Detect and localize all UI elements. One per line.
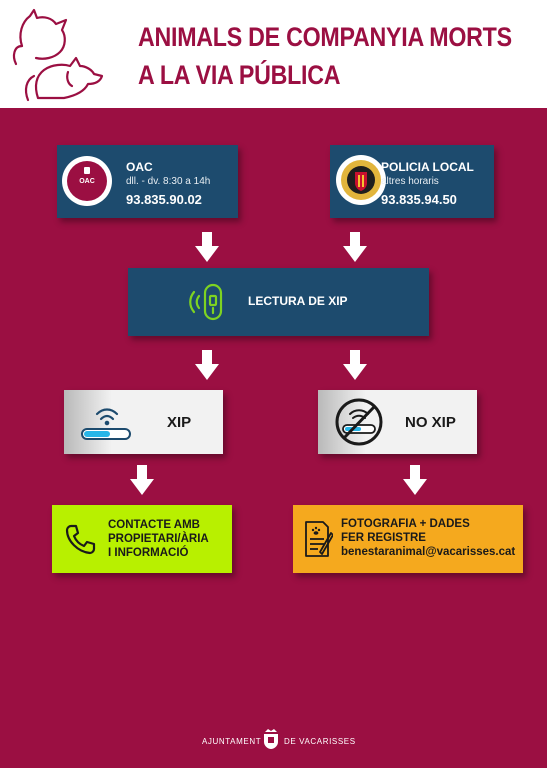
- contact-line-3: I INFORMACIÓ: [108, 547, 189, 559]
- oac-phone: 93.835.90.02: [126, 192, 202, 207]
- footer-left-text: AJUNTAMENT: [202, 737, 262, 746]
- title-line-1: ANIMALS DE COMPANYIA MORTS: [138, 22, 512, 52]
- chip-reader-icon: [189, 283, 223, 321]
- police-hours: altres horaris: [381, 176, 439, 187]
- document-pen-icon: [305, 521, 333, 557]
- header: ANIMALS DE COMPANYIA MORTS A LA VIA PÚBL…: [0, 0, 547, 108]
- microchip-icon: [81, 408, 131, 440]
- crest-icon: [84, 167, 90, 174]
- title-line-2: A LA VIA PÚBLICA: [138, 60, 341, 90]
- down-arrow-icon: [403, 465, 427, 495]
- police-phone: 93.835.94.50: [381, 192, 457, 207]
- no-xip-label: NO XIP: [405, 414, 456, 431]
- down-arrow-icon: [195, 232, 219, 262]
- police-card: POLICIA LOCAL altres horaris 93.835.94.5…: [330, 145, 494, 218]
- xip-card: XIP: [64, 390, 223, 454]
- chip-reading-label: LECTURA DE XIP: [248, 294, 348, 308]
- down-arrow-icon: [195, 350, 219, 380]
- phone-icon: [65, 524, 96, 555]
- contact-card: CONTACTE AMB PROPIETARI/ÀRIA I INFORMACI…: [52, 505, 232, 573]
- contact-line-1: CONTACTE AMB: [108, 519, 200, 531]
- oac-name: OAC: [126, 160, 153, 174]
- chip-reading-card: LECTURA DE XIP: [128, 268, 429, 336]
- photo-line-2: FER REGISTRE: [341, 532, 426, 544]
- down-arrow-icon: [343, 232, 367, 262]
- no-microchip-icon: [335, 398, 383, 446]
- footer: AJUNTAMENT DE VACARISSES: [202, 728, 355, 752]
- police-badge-icon: [336, 155, 386, 205]
- police-name: POLICIA LOCAL: [381, 160, 474, 174]
- no-xip-card: NO XIP: [318, 390, 477, 454]
- photo-register-card: FOTOGRAFIA + DADES FER REGISTRE benestar…: [293, 505, 523, 573]
- oac-card: OAC OAC dll. - dv. 8:30 a 14h 93.835.90.…: [57, 145, 238, 218]
- down-arrow-icon: [130, 465, 154, 495]
- contact-line-2: PROPIETARI/ÀRIA: [108, 533, 209, 545]
- oac-logo: OAC: [62, 156, 112, 206]
- down-arrow-icon: [343, 350, 367, 380]
- photo-line-1: FOTOGRAFIA + DADES: [341, 518, 470, 530]
- dog-cat-icon: [12, 8, 104, 102]
- contact-email: benestaranimal@vacarisses.cat: [341, 546, 516, 558]
- crest-icon: [264, 729, 278, 749]
- footer-right-text: DE VACARISSES: [284, 737, 356, 746]
- xip-label: XIP: [167, 414, 192, 431]
- oac-hours: dll. - dv. 8:30 a 14h: [126, 176, 211, 187]
